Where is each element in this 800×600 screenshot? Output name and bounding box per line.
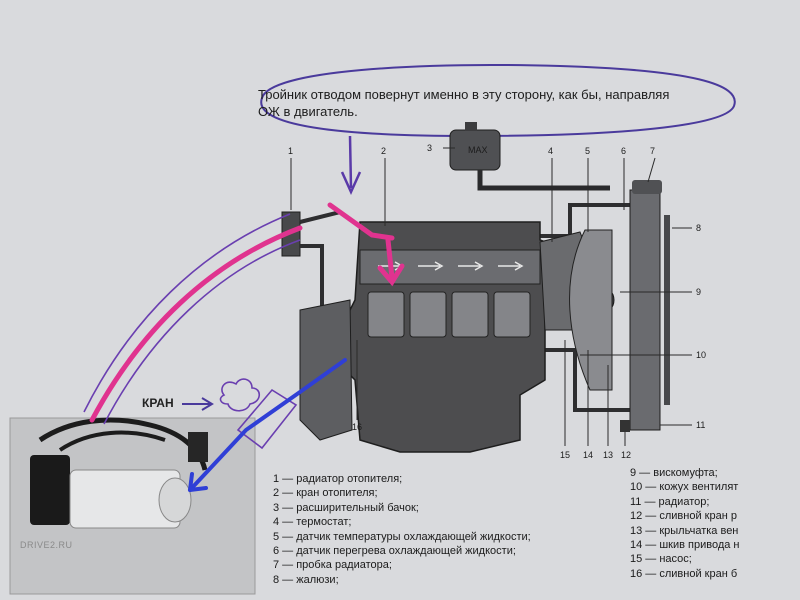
legend-item-5: 5 — датчик температуры охлаждающей жидко… [273, 530, 531, 543]
legend-item-4: 4 — термостат; [273, 516, 352, 529]
legend-item-13: 13 — крыльчатка вен [630, 524, 739, 537]
legend-item-7: 7 — пробка радиатора; [273, 559, 392, 572]
legend-item-10: 10 — кожух вентилят [630, 481, 739, 494]
callout-num-2: 2 [381, 146, 386, 156]
callout-num-3: 3 [427, 143, 432, 153]
callout-num-1: 1 [288, 146, 293, 156]
callout-line-1: Тройник отводом повернут именно в эту ст… [258, 87, 670, 102]
engine-block [299, 221, 557, 453]
legend-right: 9 — вискомуфта; 10 — кожух вентилят 11 —… [630, 466, 800, 581]
legend-left: 1 — радиатор отопителя; 2 — кран отопите… [273, 472, 603, 587]
callout-ellipse [260, 64, 736, 138]
callout-num-10: 10 [696, 350, 706, 360]
callout-arrow [340, 135, 362, 196]
pink-flow-arrows [89, 202, 405, 423]
callout-line-2: ОЖ в двигатель. [258, 104, 358, 119]
callout-text: Тройник отводом повернут именно в эту ст… [258, 86, 728, 120]
kran-label: КРАН [142, 396, 174, 410]
callout-num-15: 15 [560, 450, 570, 460]
legend-item-12: 12 — сливной кран р [630, 510, 737, 523]
preheater-photo [9, 417, 256, 595]
legend-item-3: 3 — расширительный бачок; [273, 501, 419, 514]
legend-item-11: 11 — радиатор; [630, 495, 710, 508]
callout-num-6: 6 [621, 146, 626, 156]
callout-numbers: 1 2 3 4 5 6 7 8 9 10 11 12 13 14 15 16 [288, 143, 706, 460]
callout-num-4: 4 [548, 146, 553, 156]
legend-item-2: 2 — кран отопителя; [273, 487, 378, 500]
watermark: DRIVE2.RU [20, 540, 73, 550]
exp-tank-label: МАХ [468, 145, 488, 155]
fan-and-radiator [569, 180, 670, 432]
legend-item-1: 1 — радиатор отопителя; [273, 473, 403, 485]
legend-item-16: 16 — сливной кран б [630, 567, 738, 580]
expansion-tank: МАХ [449, 122, 610, 191]
kran-arrow [182, 397, 214, 411]
legend-item-6: 6 — датчик перегрева охлаждающей жидкост… [273, 544, 516, 557]
callout-num-9: 9 [696, 287, 701, 297]
callout-num-16: 16 [352, 422, 362, 432]
callout-num-7: 7 [650, 146, 655, 156]
legend-item-15: 15 — насос; [630, 553, 692, 566]
callout-num-11: 11 [696, 420, 705, 430]
purple-hose-outline [83, 213, 301, 450]
callout-num-14: 14 [583, 450, 593, 460]
callout-num-12: 12 [621, 450, 631, 460]
callout-num-8: 8 [696, 223, 701, 233]
legend-item-14: 14 — шкив привода н [630, 538, 740, 551]
callout-num-5: 5 [585, 146, 590, 156]
legend-item-8: 8 — жалюзи; [273, 573, 339, 586]
leader-lines [290, 147, 692, 446]
blue-flow-arrows [188, 358, 347, 492]
callout-num-13: 13 [603, 450, 613, 460]
legend-item-9: 9 — вискомуфта; [630, 467, 718, 479]
